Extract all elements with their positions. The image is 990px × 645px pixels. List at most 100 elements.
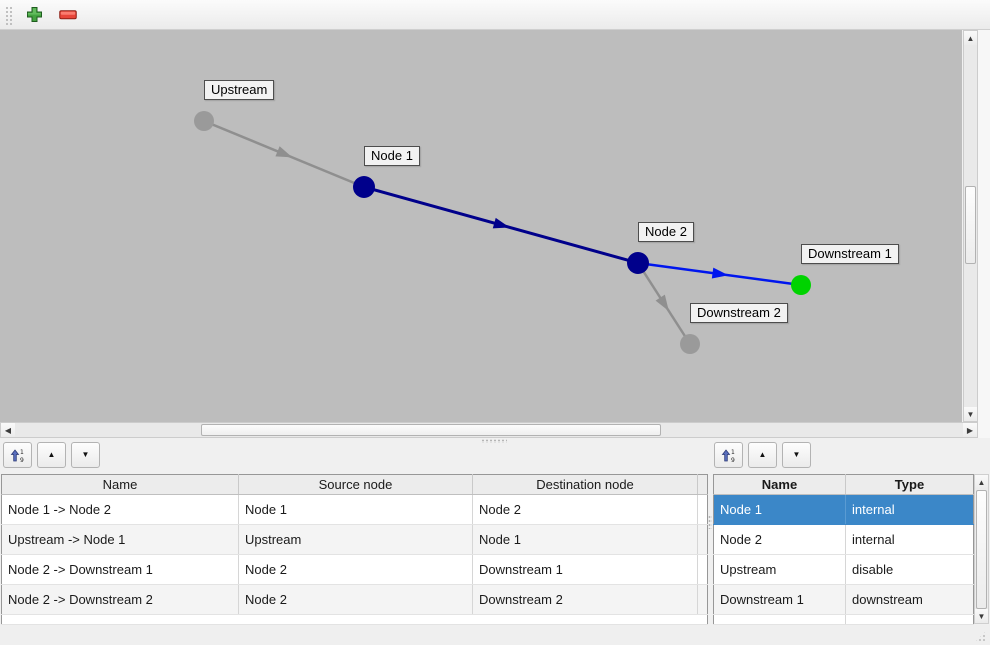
node-table-cell[interactable]: internal: [845, 524, 974, 555]
sort-ascending-icon: 1 9: [10, 449, 24, 463]
scrollbar-corner-gap: [978, 30, 990, 438]
node-table-cell[interactable]: downstream: [845, 584, 974, 615]
edge-table-cell[interactable]: Node 2 -> Downstream 1: [1, 554, 239, 585]
node-table-toolbar: 1 9 ▲ ▼: [714, 442, 811, 470]
graph-node-downstream-1[interactable]: [791, 275, 811, 295]
scroll-left-icon[interactable]: ◀: [1, 423, 15, 437]
edge-table-cell[interactable]: Downstream 1: [472, 554, 698, 585]
edge-row-filler: [697, 584, 708, 615]
edge-row-filler: [697, 524, 708, 555]
edge-table-cell[interactable]: Downstream 2: [472, 584, 698, 615]
edges-column-header[interactable]: Source node: [238, 474, 473, 495]
node-label-downstream-1: Downstream 1: [801, 244, 899, 264]
node-label-node-1: Node 1: [364, 146, 420, 166]
edge-table-toolbar: 1 9 ▲ ▼: [3, 442, 100, 470]
add-button[interactable]: [21, 3, 47, 27]
edge-arrow-icon: [655, 294, 669, 312]
graph-node-node-2[interactable]: [627, 252, 649, 274]
empty-cell: [713, 614, 846, 625]
plus-icon: [26, 7, 42, 22]
nodes-column-header[interactable]: Type: [845, 474, 974, 495]
edges-header-filler: [697, 474, 708, 495]
edges-column-header[interactable]: Name: [1, 474, 239, 495]
minus-icon: [59, 9, 77, 19]
edge-table-cell[interactable]: Node 2: [472, 494, 698, 525]
node-label-node-2: Node 2: [638, 222, 694, 242]
edge-arrow-icon: [275, 146, 293, 158]
scroll-down-icon[interactable]: ▼: [975, 609, 988, 623]
scroll-up-icon[interactable]: ▲: [964, 31, 977, 45]
canvas-horizontal-scrollbar[interactable]: ◀ ▶: [0, 422, 978, 438]
svg-text:1: 1: [731, 449, 735, 456]
canvas-vertical-scrollbar[interactable]: ▲ ▼: [963, 30, 978, 422]
svg-text:1: 1: [20, 449, 24, 456]
status-bar: [0, 625, 990, 645]
up-triangle-icon: ▲: [47, 450, 56, 459]
vertical-scrollbar-thumb[interactable]: [965, 186, 976, 264]
svg-text:9: 9: [20, 457, 24, 463]
node-sort-button[interactable]: 1 9: [714, 442, 743, 468]
edge-table-cell[interactable]: Node 1: [472, 524, 698, 555]
window-resize-grip[interactable]: [974, 630, 987, 643]
edges-column-header[interactable]: Destination node: [472, 474, 698, 495]
scroll-right-icon[interactable]: ▶: [963, 423, 977, 437]
node-move-up-button[interactable]: ▲: [748, 442, 777, 468]
scroll-up-icon[interactable]: ▲: [975, 475, 988, 489]
graph-node-node-1[interactable]: [353, 176, 375, 198]
nodes-scrollbar-thumb[interactable]: [976, 490, 987, 609]
edge-table-cell[interactable]: Node 1 -> Node 2: [1, 494, 239, 525]
svg-text:9: 9: [731, 457, 735, 463]
node-table-cell[interactable]: Upstream: [713, 554, 846, 585]
node-table-cell[interactable]: Downstream 1: [713, 584, 846, 615]
empty-cell: [845, 614, 974, 625]
node-label-upstream: Upstream: [204, 80, 275, 100]
edge-row-filler: [697, 494, 708, 525]
splitter-grip-icon: [708, 515, 712, 529]
vertical-splitter[interactable]: [707, 443, 713, 625]
edge-arrow-icon: [711, 267, 729, 279]
horizontal-splitter[interactable]: [0, 438, 990, 443]
graph-node-downstream-2[interactable]: [680, 334, 700, 354]
splitter-grip-icon: [481, 439, 507, 443]
node-table-cell[interactable]: Node 2: [713, 524, 846, 555]
node-move-down-button[interactable]: ▼: [782, 442, 811, 468]
nodes-column-header[interactable]: Name: [713, 474, 846, 495]
edge-table-cell[interactable]: Upstream: [238, 524, 473, 555]
down-triangle-icon: ▼: [792, 450, 801, 459]
node-table-cell[interactable]: disable: [845, 554, 974, 585]
down-triangle-icon: ▼: [81, 450, 90, 459]
edge-table-cell[interactable]: Node 1: [238, 494, 473, 525]
empty-row: [1, 614, 708, 625]
edge-table-cell[interactable]: Upstream -> Node 1: [1, 524, 239, 555]
scroll-down-icon[interactable]: ▼: [964, 407, 977, 421]
node-table-cell[interactable]: internal: [845, 494, 974, 525]
nodes-table-scrollbar[interactable]: ▲ ▼: [974, 474, 989, 624]
edge-row-filler: [697, 554, 708, 585]
main-toolbar: [0, 0, 990, 30]
edge-move-up-button[interactable]: ▲: [37, 442, 66, 468]
graph-node-upstream[interactable]: [194, 111, 214, 131]
node-table-cell[interactable]: Node 1: [713, 494, 846, 525]
edge-table-cell[interactable]: Node 2: [238, 554, 473, 585]
up-triangle-icon: ▲: [758, 450, 767, 459]
edge-table-cell[interactable]: Node 2 -> Downstream 2: [1, 584, 239, 615]
remove-button[interactable]: [55, 3, 81, 27]
horizontal-scrollbar-thumb[interactable]: [201, 424, 661, 436]
edge-sort-button[interactable]: 1 9: [3, 442, 32, 468]
edge-table-cell[interactable]: Node 2: [238, 584, 473, 615]
edge-move-down-button[interactable]: ▼: [71, 442, 100, 468]
toolbar-grip-handle[interactable]: [4, 4, 13, 25]
